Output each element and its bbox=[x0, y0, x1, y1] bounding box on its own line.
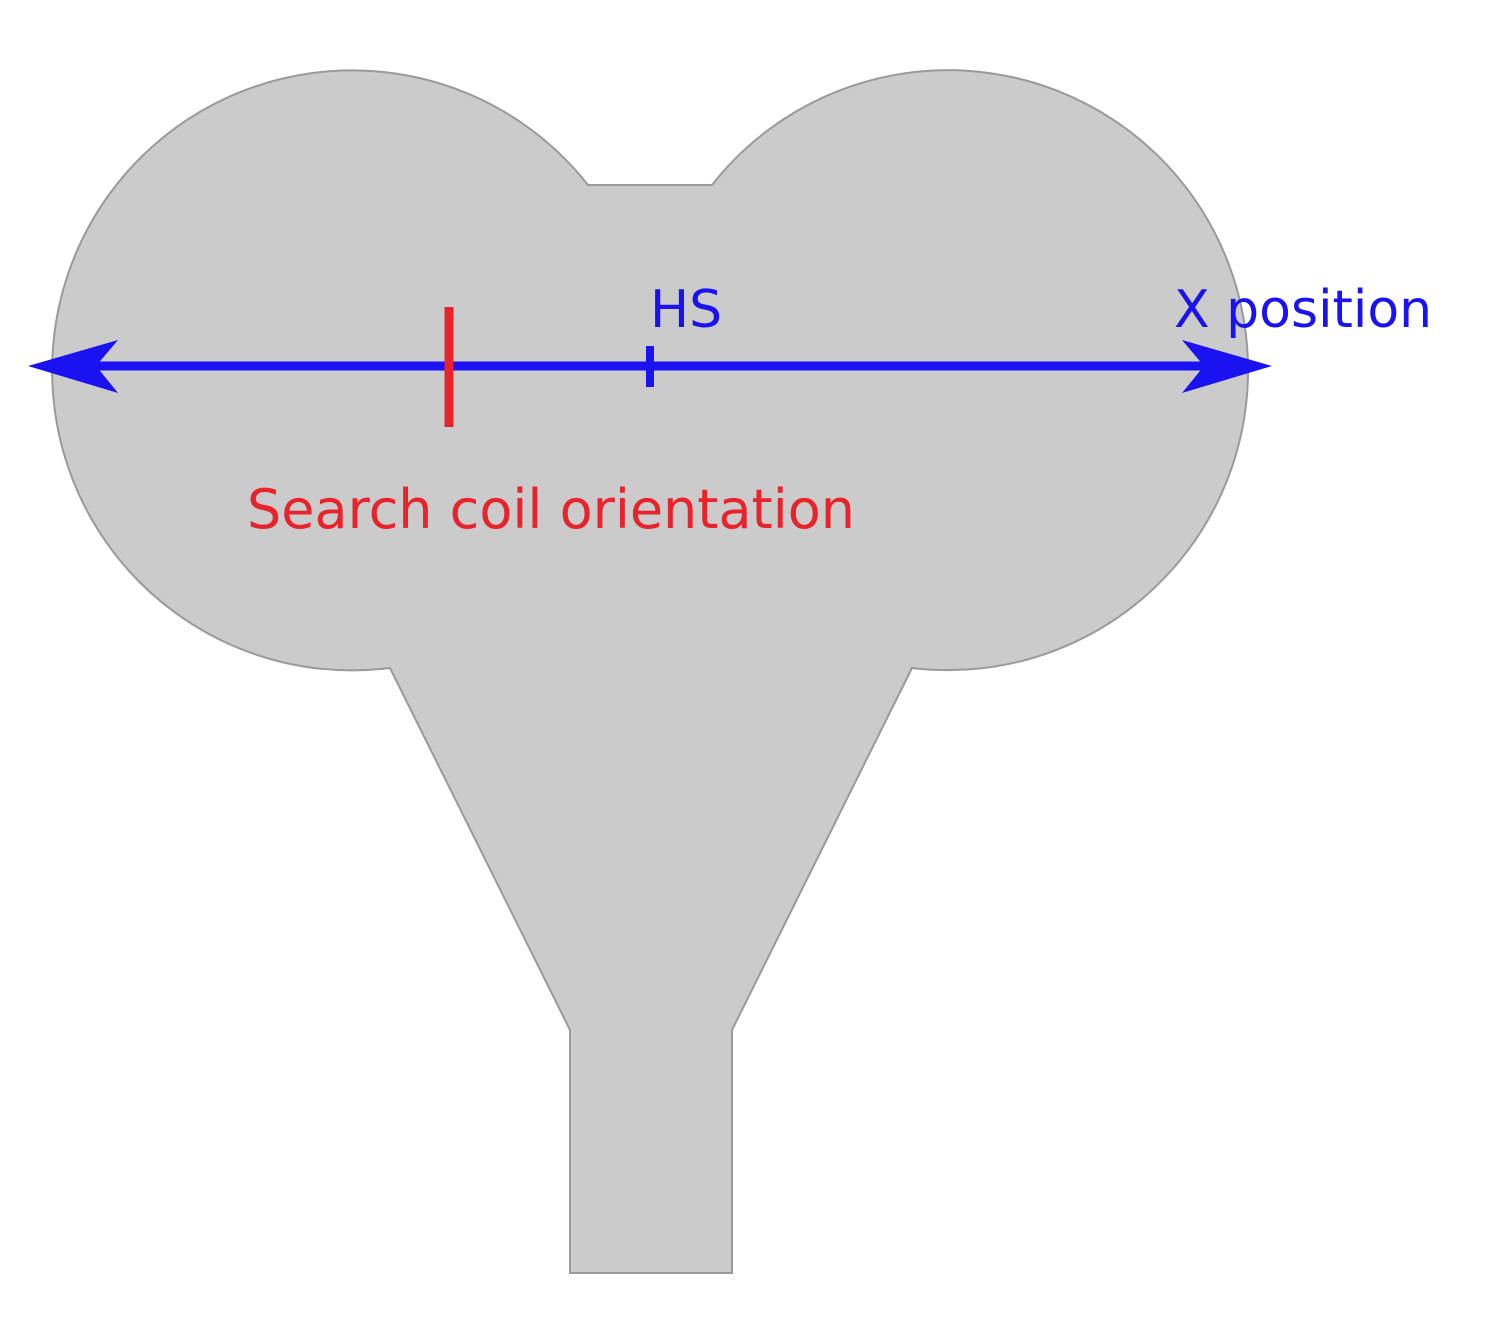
search-coil-label: Search coil orientation bbox=[247, 478, 855, 541]
body-shape bbox=[51, 69, 1250, 1274]
x-axis-left-arrowhead bbox=[28, 340, 118, 393]
hs-label: HS bbox=[650, 280, 722, 340]
x-position-label: X position bbox=[1174, 280, 1432, 340]
x-axis-right-arrowhead bbox=[1182, 340, 1272, 393]
